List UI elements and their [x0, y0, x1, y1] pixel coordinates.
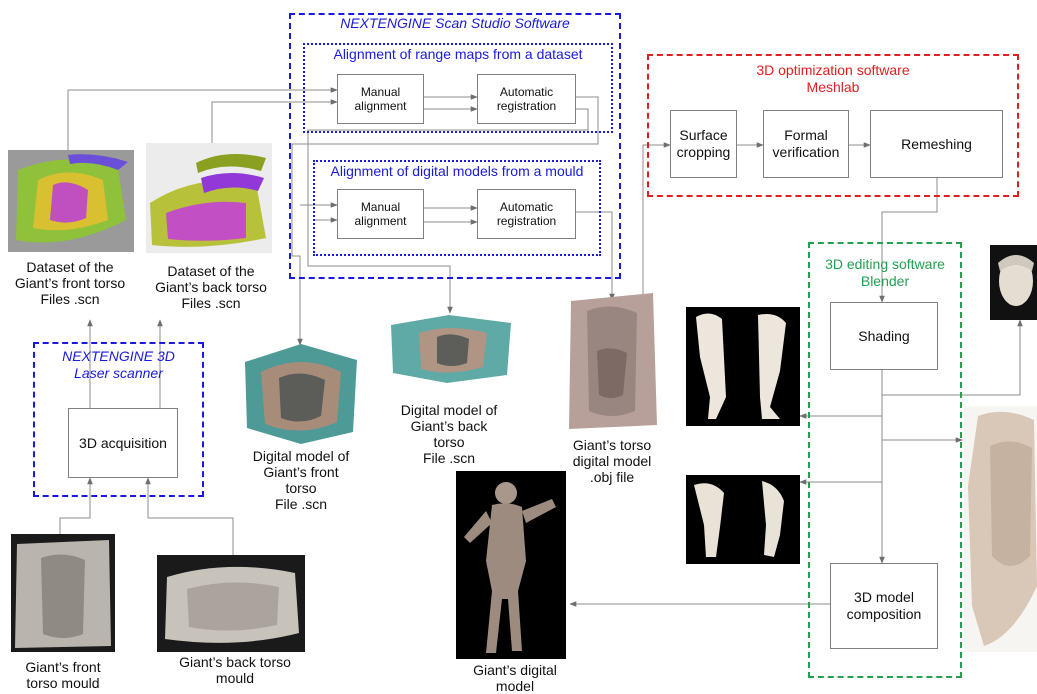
head-image [990, 245, 1037, 320]
giant-model-image [456, 471, 566, 659]
group-title: 3D editing software Blender [810, 256, 960, 290]
torso-photo-image [964, 406, 1037, 652]
front-model-image [241, 342, 360, 446]
back-model-image [389, 313, 513, 385]
back-dataset-image [146, 143, 272, 253]
front-mould-image [11, 534, 115, 652]
group-title: NEXTENGINE Scan Studio Software [291, 15, 619, 32]
back-mould-image [157, 555, 305, 652]
group-title: NEXTENGINE 3D Laser scanner [35, 348, 202, 382]
shading-box: Shading [830, 302, 938, 370]
group-title: Alignment of range maps from a dataset [305, 46, 611, 63]
front-dataset-image [8, 150, 134, 252]
legs-image [686, 307, 800, 426]
group-title: Alignment of digital models from a mould [315, 163, 599, 180]
remeshing-box: Remeshing [870, 110, 1003, 178]
group-title: 3D optimization software Meshlab [649, 62, 1017, 96]
acquisition-box: 3D acquisition [68, 408, 178, 478]
torso-obj-image [563, 291, 659, 431]
arms-image [686, 475, 800, 564]
